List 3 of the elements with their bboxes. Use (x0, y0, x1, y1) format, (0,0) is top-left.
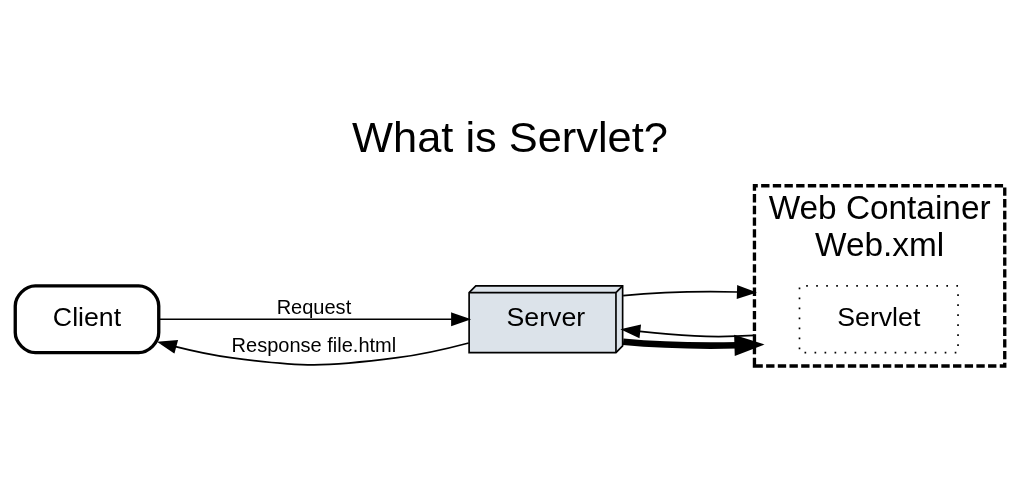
edge-label: Request (276, 295, 352, 318)
edge-label: Response file.html (231, 333, 397, 356)
diagram-title: What is Servlet? (352, 113, 668, 162)
